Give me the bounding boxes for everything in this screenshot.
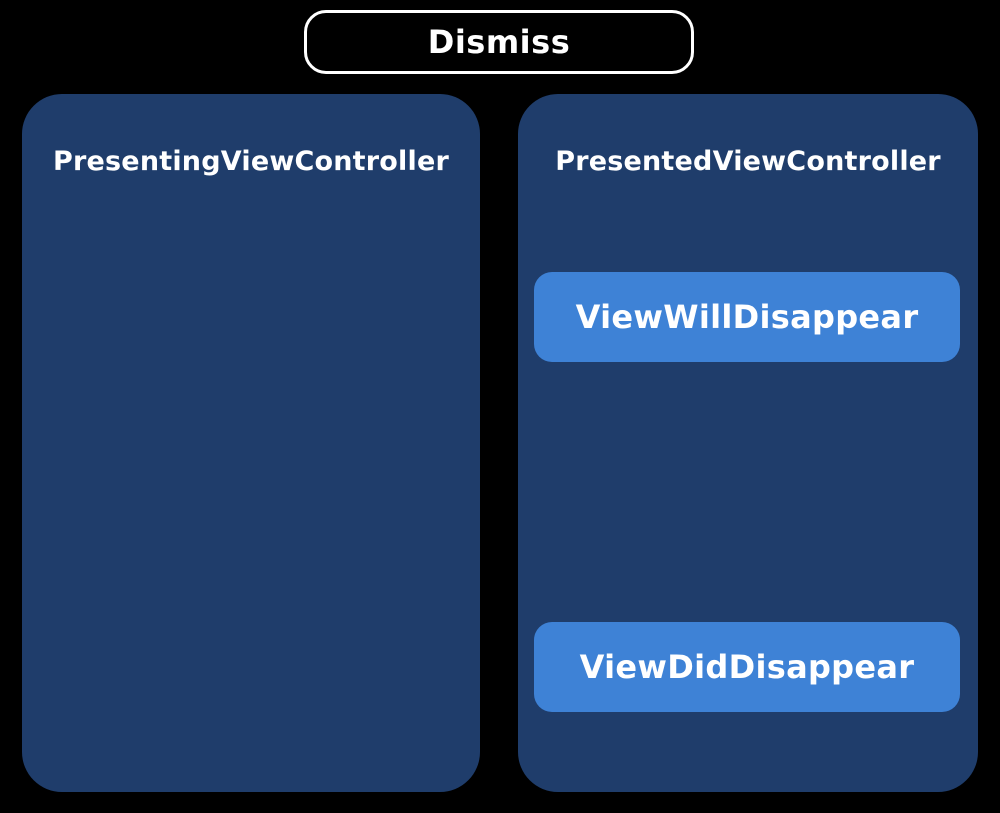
presented-view-controller-panel: PresentedViewController ViewWillDisappea… <box>518 94 978 792</box>
view-did-disappear-label: ViewDidDisappear <box>579 648 915 686</box>
presenting-view-controller-title: PresentingViewController <box>53 146 449 177</box>
presented-view-controller-title: PresentedViewController <box>555 146 941 177</box>
dismiss-label-text: Dismiss <box>427 23 571 61</box>
view-will-disappear-label: ViewWillDisappear <box>575 298 919 336</box>
view-did-disappear-box: ViewDidDisappear <box>534 622 960 712</box>
presenting-view-controller-panel: PresentingViewController <box>22 94 480 792</box>
dismiss-label: Dismiss <box>304 10 694 74</box>
view-will-disappear-box: ViewWillDisappear <box>534 272 960 362</box>
